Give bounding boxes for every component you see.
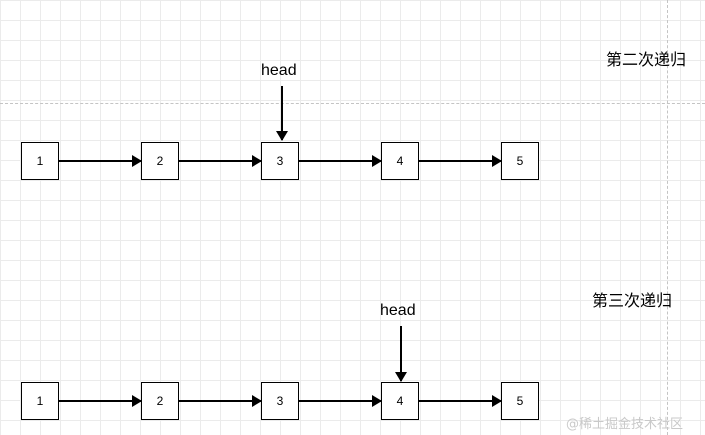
next-pointer-arrow	[59, 155, 142, 167]
list-node: 1	[21, 382, 59, 420]
list-node: 4	[381, 382, 419, 420]
head-pointer-arrow	[395, 326, 407, 382]
diagram-title: 第三次递归	[592, 291, 673, 310]
list-node: 3	[261, 382, 299, 420]
list-node: 5	[501, 142, 539, 180]
head-label: head	[380, 302, 416, 319]
head-pointer-arrow	[276, 86, 288, 141]
next-pointer-arrow	[299, 155, 382, 167]
guide-line-horizontal	[0, 103, 705, 104]
list-node: 4	[381, 142, 419, 180]
watermark: @稀土掘金技术社区	[566, 417, 684, 432]
next-pointer-arrow	[179, 395, 262, 407]
list-node: 1	[21, 142, 59, 180]
diagram-title: 第二次递归	[606, 50, 687, 69]
next-pointer-arrow	[59, 395, 142, 407]
head-label: head	[261, 62, 297, 79]
next-pointer-arrow	[179, 155, 262, 167]
next-pointer-arrow	[419, 155, 502, 167]
list-node: 2	[141, 142, 179, 180]
list-node: 3	[261, 142, 299, 180]
next-pointer-arrow	[419, 395, 502, 407]
list-node: 2	[141, 382, 179, 420]
list-node: 5	[501, 382, 539, 420]
guide-line-vertical	[667, 0, 668, 435]
next-pointer-arrow	[299, 395, 382, 407]
